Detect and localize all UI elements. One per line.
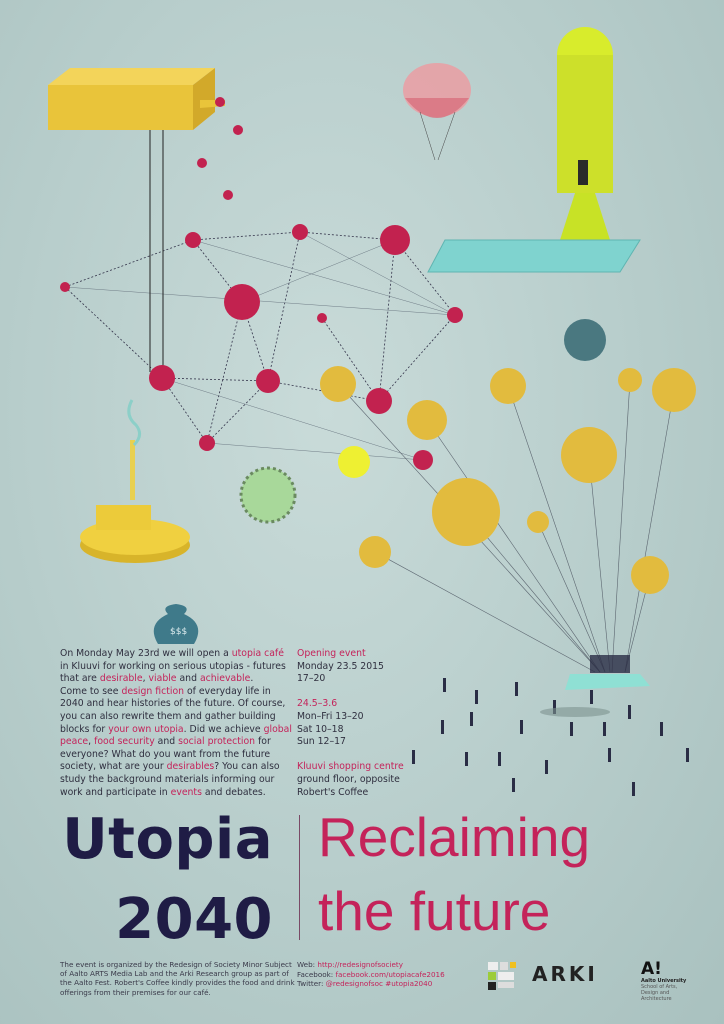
small-platform <box>565 674 650 690</box>
schedule: Opening event Monday 23.5 2015 17–20 24.… <box>297 648 427 812</box>
yellow-box <box>48 68 225 130</box>
title-divider <box>299 815 300 940</box>
title-the-future: the future <box>318 880 551 942</box>
yellow-sphere <box>338 446 370 478</box>
location-line: ground floor, opposite <box>297 773 400 785</box>
network-lines <box>64 231 456 444</box>
aalto-logo: A! Aalto University School of Arts, Desi… <box>641 959 687 1002</box>
title-2040: 2040 <box>115 887 273 952</box>
title-right: Reclaiming the future <box>318 800 590 948</box>
facebook-link[interactable]: facebook.com/utopiacafe2016 <box>335 969 445 979</box>
hours-line: Sun 12–17 <box>297 736 346 748</box>
arki-logo: ARKI <box>532 962 598 986</box>
yellow-balloons <box>320 366 696 594</box>
teal-sphere <box>564 319 606 361</box>
opening-date: Monday 23.5 2015 <box>297 660 384 672</box>
teal-platform <box>427 239 641 273</box>
title-reclaiming: Reclaiming <box>318 806 591 868</box>
balloon-strings <box>337 379 675 673</box>
poster-illustration: $$$ <box>48 27 696 796</box>
description-text: On Monday May 23rd we will open a utopia… <box>60 648 292 798</box>
green-tower <box>557 27 613 240</box>
hours-line: Mon–Fri 13–20 <box>297 710 364 722</box>
web-link[interactable]: http://redesignofsociety <box>317 960 403 969</box>
crowd-figures <box>412 655 689 796</box>
pink-hot-air-balloon <box>403 63 471 161</box>
title-utopia: Utopia <box>62 807 273 872</box>
location-line: Robert's Coffee <box>297 786 369 798</box>
credits-text: The event is organized by the Redesign o… <box>60 960 295 997</box>
green-virus <box>239 466 297 524</box>
title-left: Utopia 2040 <box>40 800 273 960</box>
yellow-pie-chart <box>80 399 190 563</box>
ladder <box>149 130 164 372</box>
shadow <box>540 707 610 717</box>
network-spheres <box>60 97 463 470</box>
hours-line: Sat 10–18 <box>297 723 344 735</box>
media-lab-logo <box>488 962 516 990</box>
svg-text:$$$: $$$ <box>170 627 187 637</box>
network-thin-lines <box>64 231 456 461</box>
money-bag: $$$ <box>153 604 199 644</box>
contact-links: Web: http://redesignofsociety Facebook: … <box>297 960 445 989</box>
location-title: Kluuvi shopping centre <box>297 761 404 773</box>
opening-title: Opening event <box>297 648 366 659</box>
opening-time: 17–20 <box>297 673 326 685</box>
period-title: 24.5–3.6 <box>297 698 338 710</box>
twitter-link[interactable]: @redesignofsoc #utopia2040 <box>325 979 433 989</box>
